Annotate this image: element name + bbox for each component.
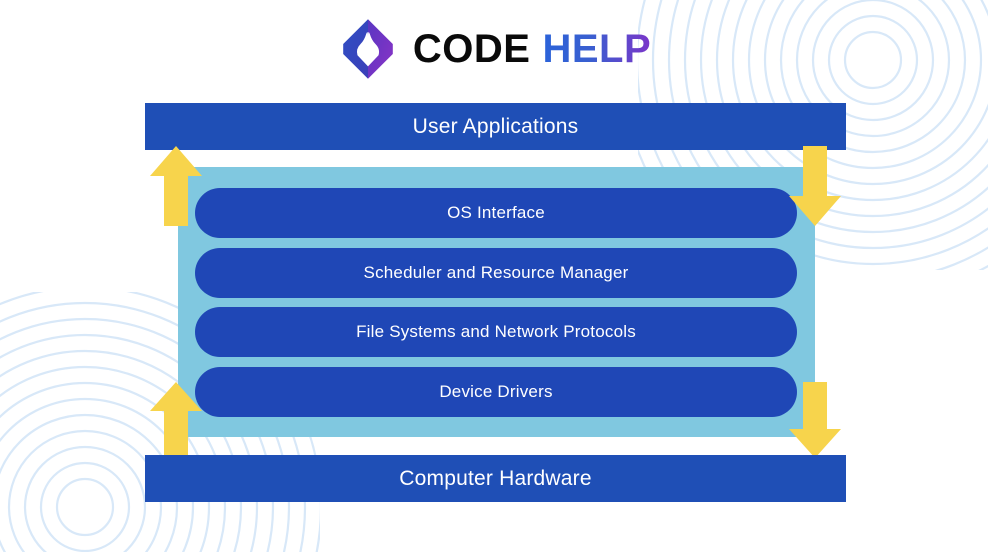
brand-wordmark: CODE HELP — [413, 29, 651, 69]
arrow-down-icon-bottom-right — [789, 382, 841, 458]
kernel-layer-os-interface: OS Interface — [195, 188, 797, 238]
kernel-layer-label: File Systems and Network Protocols — [356, 322, 636, 342]
layer-user-applications-label: User Applications — [412, 114, 579, 138]
arrow-up-icon-top-left — [150, 146, 202, 226]
brand-word-code: CODE — [412, 27, 531, 71]
arrow-up-icon-bottom-left — [150, 382, 202, 458]
code-help-diamond-flame-icon — [343, 19, 393, 79]
kernel-layer-label: Device Drivers — [439, 381, 553, 401]
layer-user-applications: User Applications — [145, 103, 846, 150]
kernel-layer-file-systems-network-protocols: File Systems and Network Protocols — [195, 307, 797, 358]
kernel-layer-scheduler-resource-manager: Scheduler and Resource Manager — [195, 247, 797, 298]
kernel-layer-label: Scheduler and Resource Manager — [363, 262, 629, 282]
layer-computer-hardware-label: Computer Hardware — [399, 466, 592, 490]
brand-word-help: HELP — [542, 27, 652, 71]
arrow-down-icon-top-right — [789, 146, 841, 226]
kernel-layer-device-drivers: Device Drivers — [195, 366, 797, 417]
brand-logo: CODE HELP — [0, 18, 988, 80]
kernel-layer-label: OS Interface — [447, 203, 545, 222]
layer-computer-hardware: Computer Hardware — [145, 455, 846, 502]
kernel-layer-list: OS Interface Scheduler and Resource Mana… — [195, 188, 797, 417]
